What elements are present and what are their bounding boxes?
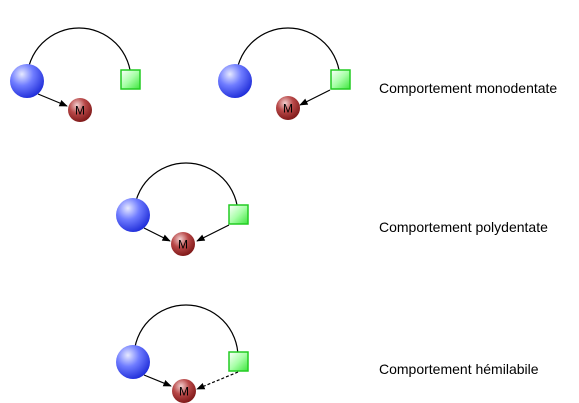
green-square-icon xyxy=(228,204,249,225)
monodentate-ligand-sphere-bound: M xyxy=(10,27,141,122)
blue-sphere-icon xyxy=(218,64,252,98)
monodentate-ligand-square-bound: M xyxy=(218,27,351,120)
metal-center-icon: M xyxy=(276,96,300,120)
label-polydentate: Comportement polydentate xyxy=(379,219,548,235)
label-hemilabile: Comportement hémilabile xyxy=(379,361,539,377)
hemilabile-ligand: M xyxy=(116,304,249,403)
metal-symbol: M xyxy=(75,104,85,118)
metal-symbol: M xyxy=(178,238,188,252)
coordination-bond-arrow xyxy=(143,374,172,387)
metal-center-icon: M xyxy=(68,98,92,122)
green-square-icon xyxy=(228,351,249,372)
ligand-backbone xyxy=(235,27,341,81)
coordination-bond-arrow xyxy=(37,93,68,107)
ligand-backbone xyxy=(26,27,132,81)
coordination-bond-arrow xyxy=(196,224,230,242)
coordination-bond-arrow xyxy=(299,89,331,106)
polydentate-ligand: M xyxy=(116,162,249,256)
ligand-backbone xyxy=(133,304,239,358)
blue-sphere-icon xyxy=(116,345,150,379)
green-square-icon xyxy=(330,69,351,90)
ligand-backbone xyxy=(133,162,239,216)
coordination-bond-arrow xyxy=(143,227,171,242)
label-monodentate: Comportement monodentate xyxy=(379,80,558,96)
blue-sphere-icon xyxy=(10,64,44,98)
green-square-icon xyxy=(120,69,141,90)
blue-sphere-icon xyxy=(116,198,150,232)
labile-bond-dashed-arrow xyxy=(196,371,239,390)
metal-symbol: M xyxy=(179,385,189,399)
metal-center-icon: M xyxy=(172,379,196,403)
metal-symbol: M xyxy=(283,102,293,116)
metal-center-icon: M xyxy=(171,232,195,256)
